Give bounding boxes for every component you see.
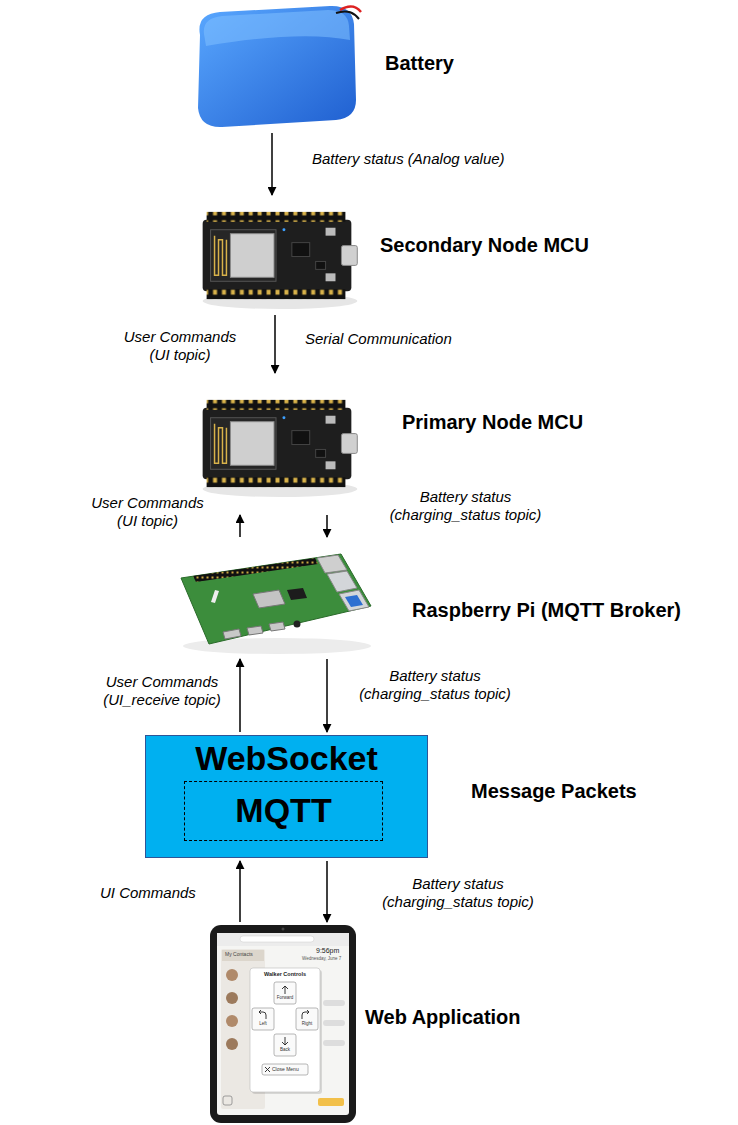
tablet-illustration: [323, 1040, 345, 1046]
tablet-illustration: [318, 1098, 344, 1106]
raspberry-pi-illustration: [327, 571, 357, 592]
tablet-illustration: [210, 925, 356, 1123]
edge-label: Serial Communication: [305, 330, 452, 348]
tablet-illustration: [217, 933, 349, 946]
tablet-illustration: [210, 925, 356, 1123]
nodemcu-board-illustration: [203, 400, 358, 497]
tablet-illustration: [302, 1010, 309, 1019]
battery-illustration: [204, 10, 350, 46]
box-title: MQTT: [235, 791, 331, 830]
button-label: Back: [274, 1048, 296, 1053]
arrow-connector: [239, 659, 241, 732]
tablet-illustration: [323, 1020, 345, 1026]
arrow-connector: [239, 861, 241, 922]
nodemcu-board-illustration: [203, 212, 358, 309]
raspberry-pi-illustration: [253, 590, 285, 608]
battery-illustration: [336, 11, 359, 19]
node-label: Battery: [385, 52, 454, 75]
raspberry-pi-illustration: [181, 554, 371, 654]
raspberry-pi-illustration: [193, 558, 318, 582]
node-label: Web Application: [365, 1006, 521, 1029]
arrow-connector: [239, 515, 241, 537]
raspberry-pi-illustration: [223, 629, 241, 639]
node-label: Message Packets: [471, 780, 637, 803]
popup-title: Walker Controls: [250, 972, 320, 978]
arrow-connector: [271, 133, 273, 195]
raspberry-pi-illustration: [294, 621, 301, 628]
mcu-picture: Primary Node MCU: [192, 376, 362, 512]
tablet-illustration: [240, 936, 314, 942]
node-label: Raspberry Pi (MQTT Broker): [412, 599, 681, 622]
node-label: Primary Node MCU: [402, 411, 583, 434]
tablet-illustration: [252, 1008, 274, 1030]
tablet-illustration: [274, 1034, 296, 1056]
screen-date: Wednesday, June 7: [302, 957, 341, 962]
tablet-illustration: [323, 1000, 345, 1006]
mcu-picture: Secondary Node MCU: [192, 198, 362, 312]
tablet-illustration: [274, 982, 296, 1004]
raspberry-pi-illustration: [211, 590, 219, 603]
node-label: Secondary Node MCU: [380, 234, 589, 257]
button-label: Forward: [274, 996, 296, 1001]
tablet-illustration: [217, 933, 349, 1115]
tablet-illustration: [223, 1096, 232, 1105]
screen-heading: My Contacts: [225, 952, 253, 957]
button-label: Right: [296, 1022, 318, 1027]
tablet-illustration: [226, 1038, 238, 1050]
tablet-illustration: [265, 1067, 270, 1072]
edge-label: Battery status (Analog value): [312, 150, 505, 168]
tablet-illustration: [262, 1064, 308, 1075]
raspberry-pi-illustration: [287, 588, 307, 600]
tablet-illustration: [250, 968, 320, 1092]
edge-label: User Commands (UI topic): [120, 328, 240, 364]
tablet-illustration: [226, 1015, 238, 1027]
battery-picture: Battery: [185, 2, 363, 130]
tablet-illustration: [296, 1008, 318, 1030]
edge-label: Battery status (charging_status topic): [345, 667, 525, 703]
websocket-box: WebSocketMessage PacketsMQTT: [145, 735, 428, 858]
raspberry-pi-illustration: [247, 626, 263, 635]
raspberry-pi-illustration: [339, 590, 369, 611]
tablet-illustration: [282, 986, 288, 994]
arrow-connector: [274, 315, 276, 373]
battery-illustration: [198, 6, 356, 127]
raspberry-pi-illustration: [181, 554, 371, 644]
mqtt-box: MQTT: [184, 781, 383, 841]
arrow-connector: [326, 515, 328, 537]
edge-label: Battery status (charging_status topic): [368, 875, 548, 911]
tablet-illustration: [226, 969, 238, 981]
battery-illustration: [198, 6, 361, 127]
raspberry-pi-illustration: [345, 595, 363, 607]
box-title: WebSocket: [195, 739, 378, 778]
tablet-illustration: [282, 1037, 288, 1045]
raspberry-pi-illustration: [317, 555, 347, 573]
button-label: Close Menu: [272, 1067, 299, 1072]
tablet-illustration: [282, 928, 285, 931]
edge-label: UI Commands: [100, 884, 196, 902]
edge-label: User Commands (UI_receive topic): [92, 673, 232, 709]
tablet-illustration: [222, 950, 264, 961]
arrow-connector: [326, 659, 328, 732]
raspberry-pi-picture: Raspberry Pi (MQTT Broker): [175, 540, 377, 656]
screen-clock: 9:56pm: [316, 947, 339, 954]
tablet-illustration: [226, 992, 238, 1004]
edge-label: User Commands (UI topic): [80, 494, 215, 530]
button-label: Left: [252, 1022, 274, 1027]
arrow-connector: [326, 861, 328, 922]
edge-label: Battery status (charging_status topic): [378, 488, 553, 524]
tablet-illustration: [259, 1010, 266, 1019]
raspberry-pi-illustration: [269, 622, 285, 631]
